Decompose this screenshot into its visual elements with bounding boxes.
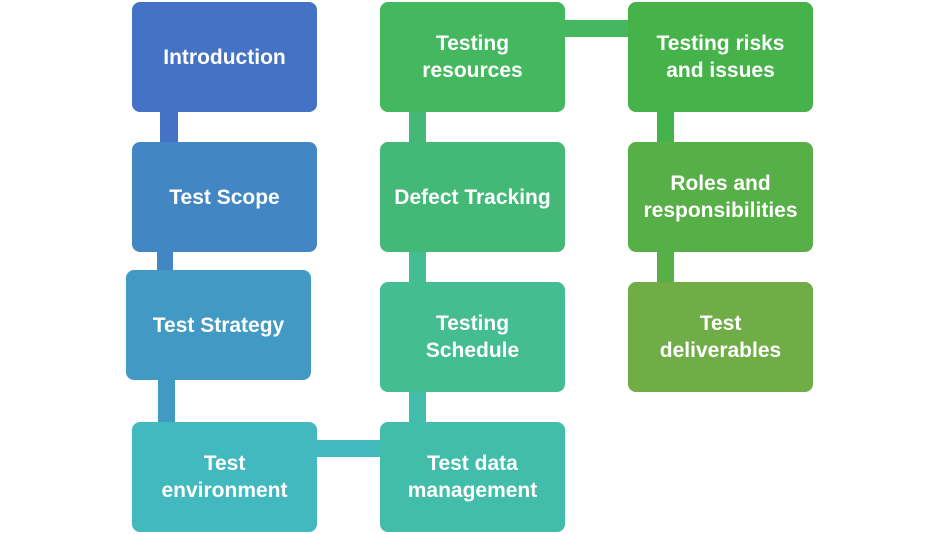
connector-testing-risks-to-roles [657, 110, 674, 144]
connector-testing-schedule-to-defect-tracking [409, 250, 426, 284]
connector-test-data-management-to-testing-schedule [409, 390, 426, 424]
step-label: Test environment [161, 452, 288, 502]
step-label: Introduction [163, 45, 286, 69]
connector-test-scope-to-test-strategy [157, 250, 173, 272]
connector-defect-tracking-to-testing-resources [409, 110, 426, 144]
connector-test-strategy-to-test-environment [158, 378, 175, 423]
step-label: Testing Schedule [425, 312, 520, 362]
step-test-environment: Test environment [132, 422, 317, 532]
step-label: Test data management [407, 452, 538, 502]
step-test-deliverables: Test deliverables [628, 282, 813, 392]
connector-testing-resources-to-testing-risks [564, 20, 630, 37]
step-label: Testing risks and issues [656, 32, 785, 82]
step-label: Test Scope [169, 185, 280, 209]
step-label: Defect Tracking [394, 185, 551, 209]
step-test-data-management: Test data management [380, 422, 565, 532]
step-label: Testing resources [422, 32, 523, 82]
connector-introduction-to-test-scope [160, 110, 178, 144]
step-label: Test deliverables [659, 312, 782, 362]
step-roles-and-responsibilities: Roles and responsibilities [628, 142, 813, 252]
step-label: Roles and responsibilities [643, 172, 798, 222]
step-test-scope: Test Scope [132, 142, 317, 252]
connector-test-environment-to-test-data-management [316, 440, 382, 457]
step-label: Test Strategy [152, 313, 285, 337]
connector-roles-to-test-deliverables [657, 250, 674, 284]
step-testing-schedule: Testing Schedule [380, 282, 565, 392]
step-introduction: Introduction [132, 2, 317, 112]
step-testing-resources: Testing resources [380, 2, 565, 112]
step-defect-tracking: Defect Tracking [380, 142, 565, 252]
step-test-strategy: Test Strategy [126, 270, 311, 380]
step-testing-risks-and-issues: Testing risks and issues [628, 2, 813, 112]
